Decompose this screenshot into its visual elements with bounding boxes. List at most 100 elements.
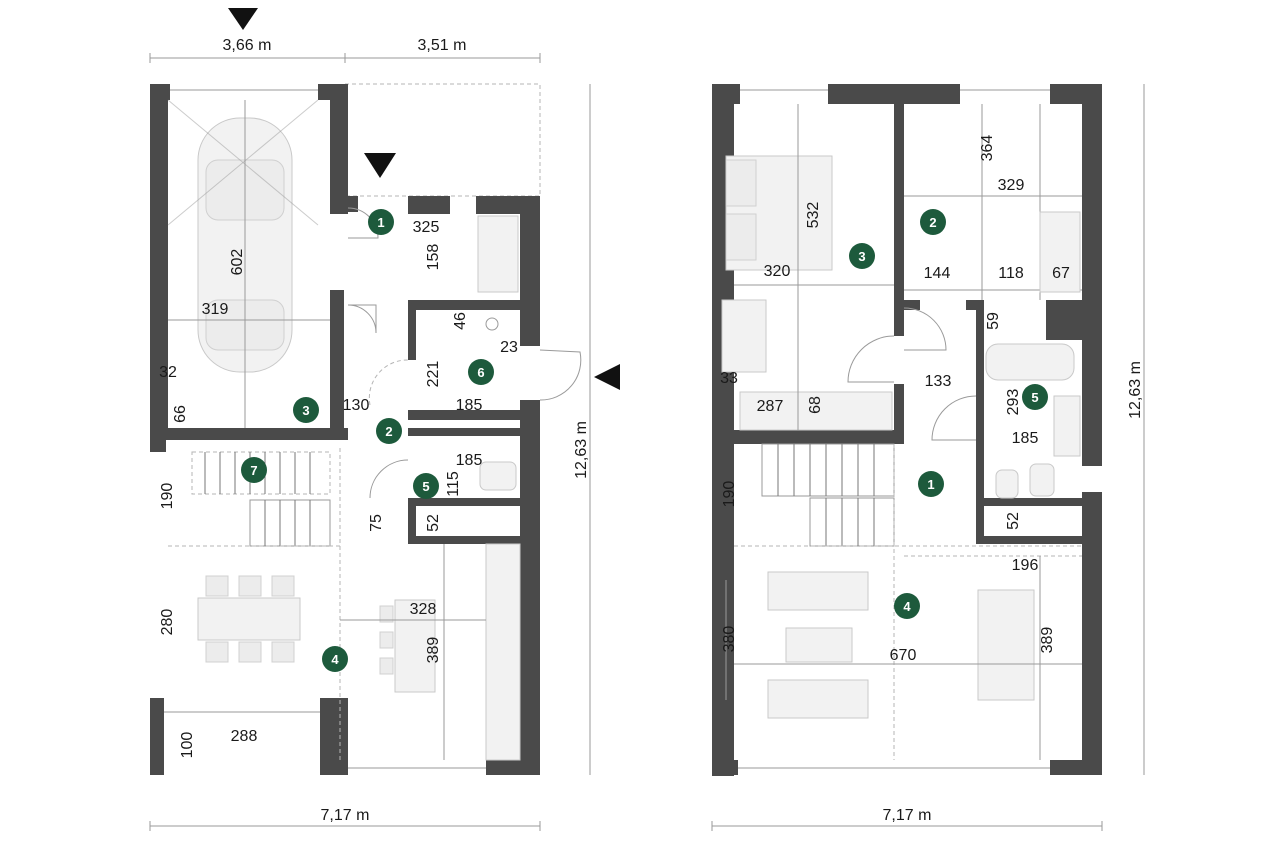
dim-label: 59 [985, 312, 1002, 330]
room-marker-2: 2 [376, 418, 402, 444]
dim-height: 12,63 m [1127, 361, 1144, 419]
room-marker-4: 4 [322, 646, 348, 672]
room-marker-5: 5 [1022, 384, 1048, 410]
dining-table-icon [197, 575, 301, 663]
dim-label: 329 [998, 177, 1025, 194]
dim-label: 389 [425, 637, 442, 664]
dim-label: 532 [805, 202, 822, 229]
svg-text:2: 2 [929, 215, 936, 230]
billiard-table-icon [977, 589, 1035, 701]
door-arc [369, 459, 409, 499]
room-marker-1: 1 [918, 471, 944, 497]
door-arc [847, 335, 895, 383]
ground-floor-plan: 3,66 m 3,51 m [149, 8, 620, 831]
upper-floor-plan: 12,63 m 7,17 m 1 2 3 4 5 364 329 532 320… [711, 84, 1145, 831]
room-marker-4: 4 [894, 593, 920, 619]
svg-text:2: 2 [385, 424, 392, 439]
dim-label: 67 [1052, 265, 1070, 282]
dim-label: 75 [368, 514, 385, 532]
dim-label: 328 [410, 601, 437, 618]
dim-label: 66 [172, 405, 189, 423]
dim-label: 46 [452, 312, 469, 330]
room-marker-3: 3 [293, 397, 319, 423]
dim-label: 221 [425, 361, 442, 388]
dim-width-bottom: 7,17 m [321, 807, 370, 824]
dim-label: 185 [1012, 430, 1039, 447]
door-arc [368, 359, 409, 406]
dim-label: 325 [413, 219, 440, 236]
dim-label: 287 [757, 398, 784, 415]
dim-label: 118 [998, 265, 1024, 282]
carport-outline [344, 83, 541, 197]
dim-label: 320 [764, 263, 791, 280]
dim-label: 389 [1039, 627, 1056, 654]
desk-icon [721, 299, 767, 373]
room-marker-6: 6 [468, 359, 494, 385]
dim-label: 190 [159, 483, 176, 510]
entrance-arrow-side-icon [594, 364, 620, 390]
kitchen-counter-icon [485, 543, 521, 761]
svg-text:5: 5 [1031, 390, 1038, 405]
dim-label: 319 [202, 301, 229, 318]
door-arc [931, 395, 977, 441]
room-marker-7: 7 [241, 457, 267, 483]
dim-label: 52 [425, 514, 442, 532]
dim-label: 158 [425, 244, 442, 271]
kitchen-island-icon [379, 599, 436, 693]
dim-label: 23 [500, 339, 518, 356]
dim-label: 32 [159, 364, 177, 381]
dim-label: 364 [979, 135, 996, 162]
staircase-icon [761, 443, 895, 547]
dim-height: 12,63 m [573, 421, 590, 479]
dim-label: 196 [1012, 557, 1039, 574]
dim-label: 185 [456, 397, 483, 414]
dim-width-right: 3,51 m [418, 37, 467, 54]
svg-text:7: 7 [250, 463, 257, 478]
svg-text:4: 4 [903, 599, 911, 614]
dim-label: 670 [890, 647, 917, 664]
dim-label: 52 [1005, 512, 1022, 530]
dim-label: 144 [924, 265, 951, 282]
door-arc [347, 304, 377, 334]
shower-icon [477, 215, 519, 293]
dim-label: 68 [807, 396, 824, 414]
dim-label: 130 [343, 397, 370, 414]
dim-label: 280 [159, 609, 176, 636]
dim-label: 288 [231, 728, 258, 745]
entrance-arrow-top-icon [228, 8, 258, 30]
dim-label: 133 [925, 373, 952, 390]
dim-label: 185 [456, 452, 483, 469]
svg-text:5: 5 [422, 479, 429, 494]
toilet-icon [479, 461, 517, 491]
washbasin-icon [1053, 395, 1081, 457]
room-marker-3: 3 [849, 243, 875, 269]
bed-icon [725, 155, 833, 271]
dim-width-bottom: 7,17 m [883, 807, 932, 824]
door-arc [903, 307, 947, 351]
desk-icon [1039, 211, 1081, 293]
room-marker-2: 2 [920, 209, 946, 235]
svg-text:4: 4 [331, 652, 339, 667]
dim-label: 115 [445, 471, 462, 497]
washbasin-icon [485, 317, 499, 331]
svg-text:1: 1 [927, 477, 934, 492]
dim-label: 380 [721, 626, 738, 653]
svg-text:6: 6 [477, 365, 484, 380]
entrance-door-arc [539, 349, 582, 401]
svg-text:3: 3 [858, 249, 865, 264]
svg-text:1: 1 [377, 215, 384, 230]
wardrobe-icon [739, 391, 893, 431]
bathtub-icon [985, 343, 1075, 381]
room-marker-1: 1 [368, 209, 394, 235]
toilet-icon [995, 469, 1019, 499]
sofa-icon [767, 571, 869, 719]
dim-label: 190 [721, 481, 738, 508]
room-marker-5: 5 [413, 473, 439, 499]
dim-label: 33 [720, 370, 738, 387]
dim-width-left: 3,66 m [223, 37, 272, 54]
dim-label: 602 [229, 249, 246, 276]
entrance-arrow-carport-icon [364, 153, 396, 178]
dim-label: 100 [179, 732, 196, 759]
svg-text:3: 3 [302, 403, 309, 418]
